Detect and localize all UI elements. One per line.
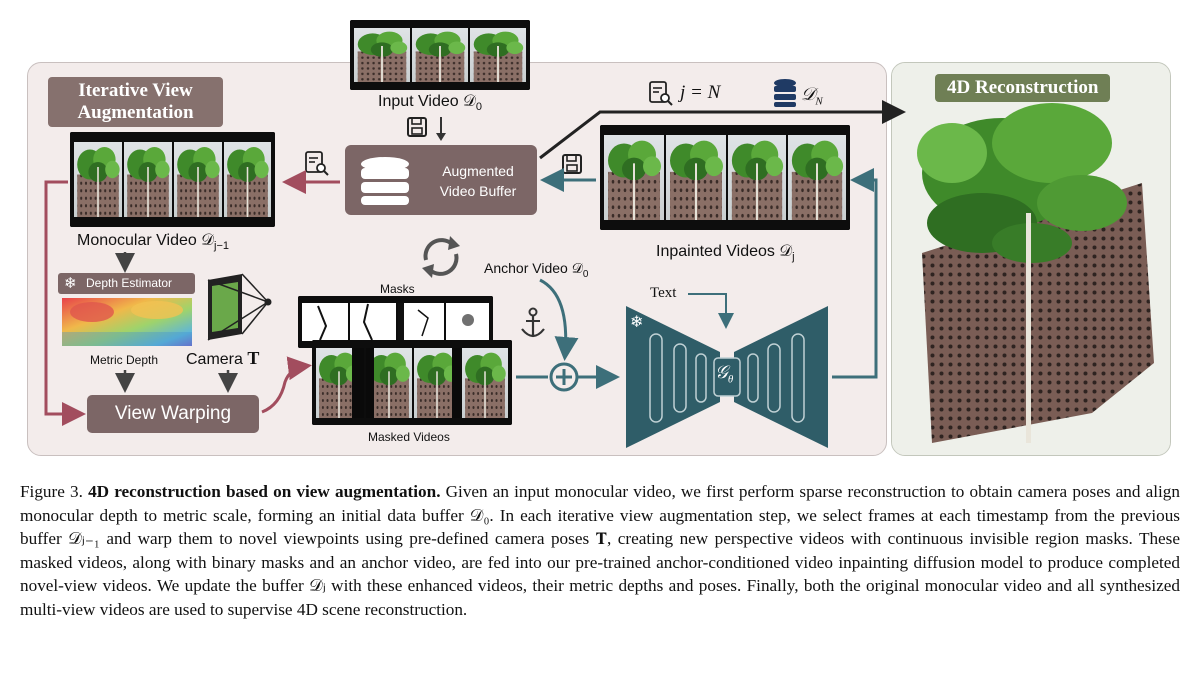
masked-videos-film <box>312 340 512 425</box>
metric-depth-label: Metric Depth <box>90 353 159 367</box>
depth-estimator-box: ❄ Depth Estimator <box>58 273 195 294</box>
figure-caption: Figure 3. 4D reconstruction based on vie… <box>20 480 1180 621</box>
buffer-label-line2: Video Buffer <box>439 183 517 199</box>
augmented-video-buffer: Augmented Video Buffer <box>345 145 537 215</box>
database-icon <box>361 157 409 205</box>
monocular-video-film <box>70 132 275 227</box>
metric-depth-map <box>62 298 192 346</box>
reconstruction-title: 4D Reconstruction <box>935 74 1111 102</box>
save-icon <box>407 117 446 141</box>
caption-prefix: Figure 3. <box>20 482 89 501</box>
input-video-label: Input Video 𝒟0 <box>378 93 483 114</box>
anchor-video-label: Anchor Video 𝒟0 <box>484 260 589 280</box>
depth-estimator-label: Depth Estimator <box>86 276 173 290</box>
search-doc-icon <box>649 81 673 106</box>
camera-frustum-icon <box>207 273 272 341</box>
inpainted-videos-label: Inpainted Videos 𝒟j <box>656 243 795 264</box>
monocular-video-label: Monocular Video 𝒟j−1 <box>77 232 229 253</box>
flow-arrows <box>44 100 906 426</box>
view-warping-box: View Warping <box>87 395 259 433</box>
save-icon-inpainted <box>562 154 582 174</box>
masks-film <box>298 296 493 348</box>
reconstruction-image <box>892 63 1170 455</box>
buffer-label-line1: Augmented <box>442 163 514 179</box>
snowflake-icon: ❄ <box>64 275 77 292</box>
anchor-icon <box>521 307 545 338</box>
caption-body: Given an input monocular video, we first… <box>20 482 1180 619</box>
camera-label: Camera T <box>186 348 260 368</box>
input-video-film <box>350 20 530 90</box>
search-doc-icon-left <box>305 151 329 176</box>
caption-bold: 4D reconstruction based on view augmenta… <box>88 482 441 501</box>
view-warping-label: View Warping <box>114 403 232 424</box>
reconstruction-panel <box>891 62 1171 456</box>
masks-label: Masks <box>380 282 415 296</box>
model-label: 𝒢θ <box>715 362 734 386</box>
final-buffer-label: 𝒟N <box>801 84 823 108</box>
iterative-title: Iterative View Augmentation <box>48 77 223 127</box>
database-icon-final <box>774 79 796 107</box>
cycle-arrows-icon <box>422 236 460 278</box>
snowflake-icon-model: ❄ <box>630 314 644 331</box>
inpainting-diffusion-model <box>626 306 828 448</box>
text-input-label: Text <box>650 285 677 301</box>
loop-condition: j = N <box>680 82 721 103</box>
plus-circle-icon <box>549 362 579 392</box>
inpainted-videos-film <box>600 125 850 230</box>
masked-videos-label: Masked Videos <box>368 430 450 444</box>
